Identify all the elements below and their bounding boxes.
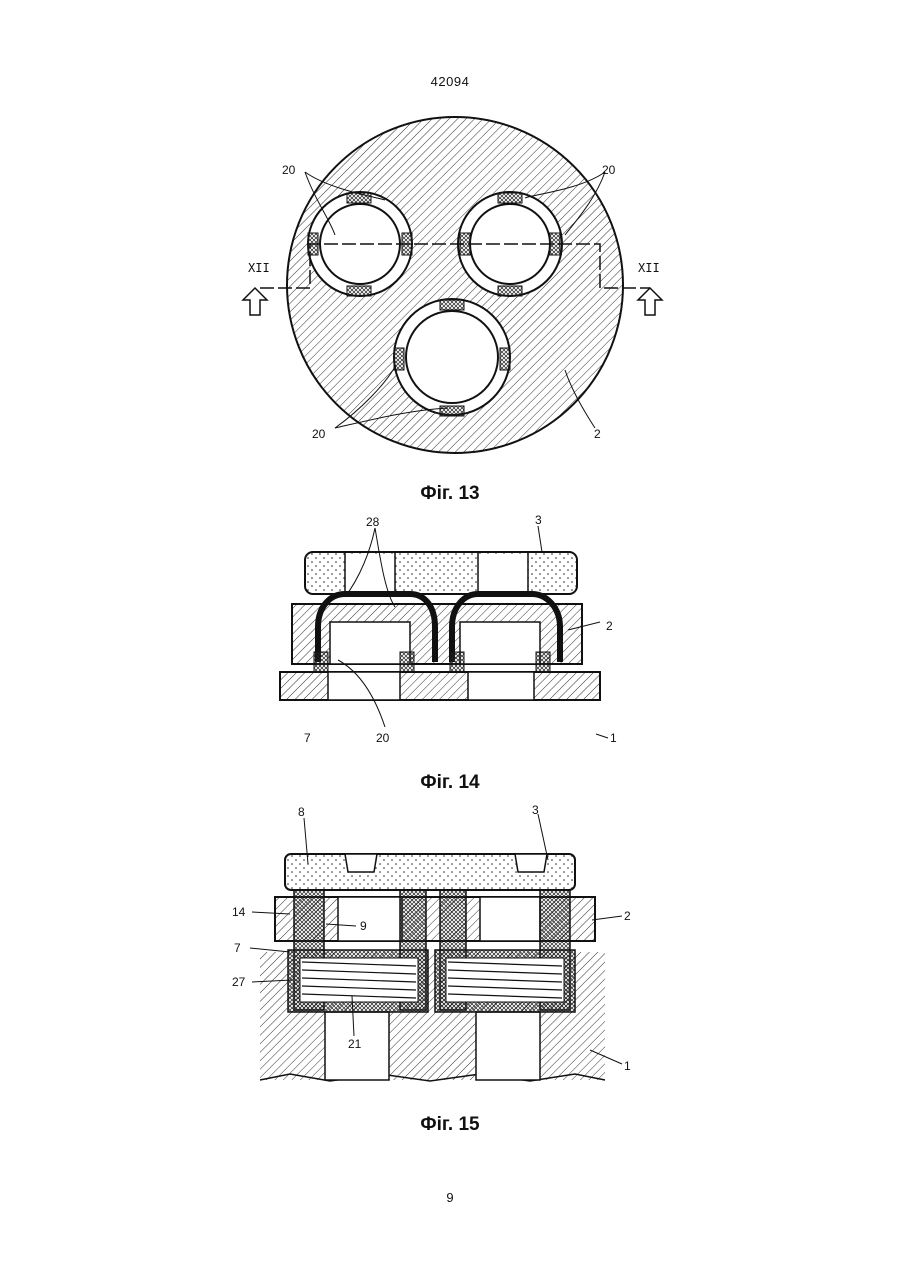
fig14-label-20: 20	[376, 731, 390, 745]
fig15-label-3: 3	[532, 803, 539, 817]
figure-15-drawing: 8 3 14 9 2 7 27 21 1	[230, 802, 650, 1087]
figure-13-caption: Фіг. 13	[0, 483, 900, 505]
section-arrow-right-icon	[638, 288, 662, 315]
ring-bottom	[394, 299, 510, 416]
fig14-label-28: 28	[366, 515, 380, 529]
fig13-label-xii-right: XII	[638, 261, 660, 275]
fig13-label-20-top-left: 20	[282, 163, 296, 177]
fig15-label-1: 1	[624, 1059, 631, 1073]
fig15-label-7: 7	[234, 941, 241, 955]
figure-15-caption: Фіг. 15	[0, 1114, 900, 1136]
figure-13-drawing: 20 20 XII XII 20 2	[220, 110, 690, 460]
fig15-label-9: 9	[360, 919, 367, 933]
page-number: 9	[0, 1190, 900, 1205]
fig14-label-2: 2	[606, 619, 613, 633]
fig13-label-20-top-right: 20	[602, 163, 616, 177]
fig15-label-27: 27	[232, 975, 246, 989]
document-header-number: 42094	[0, 74, 900, 89]
fig13-label-2: 2	[594, 427, 601, 441]
figure-14-caption: Фіг. 14	[0, 772, 900, 794]
section-arrow-left-icon	[243, 288, 267, 315]
fig13-label-xii-left: XII	[248, 261, 270, 275]
fig13-label-20-bottom: 20	[312, 427, 326, 441]
fig15-label-21: 21	[348, 1037, 362, 1051]
fig15-label-2: 2	[624, 909, 631, 923]
fig14-label-3: 3	[535, 513, 542, 527]
fig15-label-8: 8	[298, 805, 305, 819]
figure-14-drawing: 28 3 2 7 20 1	[270, 512, 630, 747]
fig15-label-14: 14	[232, 905, 246, 919]
fig14-label-7: 7	[304, 731, 311, 745]
fig14-label-1: 1	[610, 731, 617, 745]
